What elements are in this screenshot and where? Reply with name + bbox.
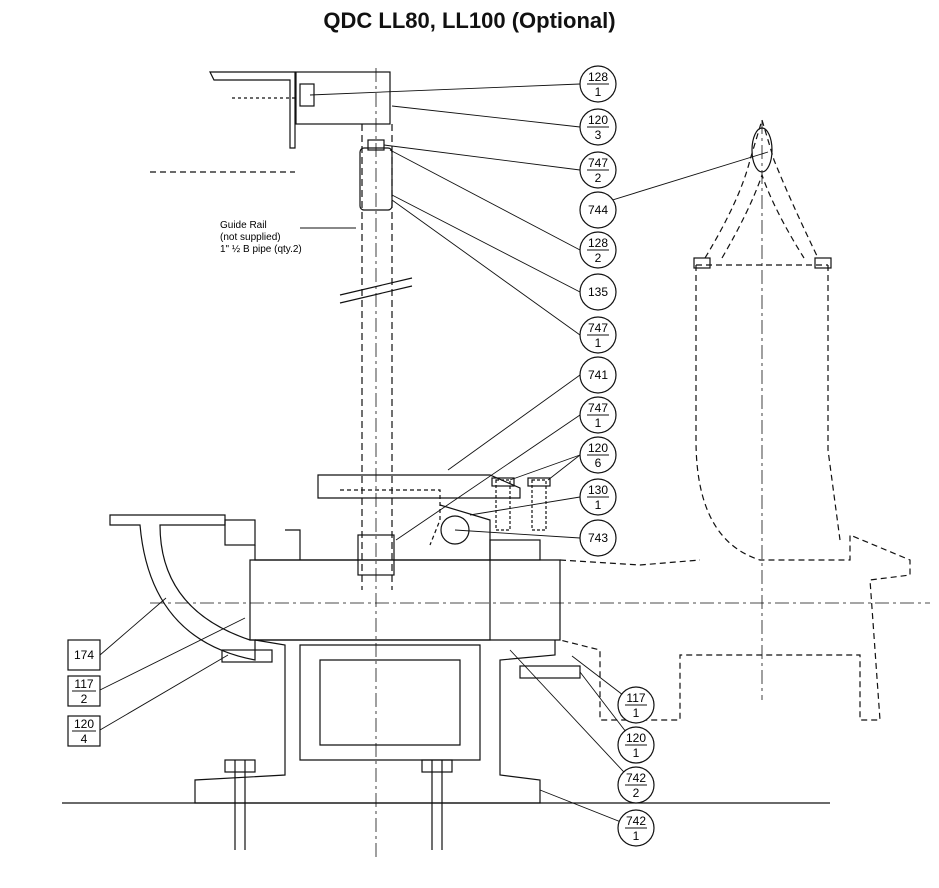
box-quantity: 2 <box>81 692 88 706</box>
callout-balloons: 1281120374727441282135747174174711206130… <box>579 65 655 847</box>
leader-lines <box>99 83 769 829</box>
note-line-1: Guide Rail <box>220 220 267 231</box>
lifting-eye <box>751 127 773 173</box>
balloon-circle <box>579 273 617 311</box>
balloon-quantity: 1 <box>595 85 602 99</box>
balloon-circle <box>579 356 617 394</box>
balloon-item-number: 742 <box>626 814 646 828</box>
balloon-quantity: 1 <box>633 746 640 760</box>
balloon-item-number: 130 <box>588 483 608 497</box>
box-item-number: 120 <box>74 717 94 731</box>
balloon-item-number: 743 <box>588 531 608 545</box>
callout-balloon: 741 <box>579 356 617 394</box>
balloon-quantity: 3 <box>595 128 602 142</box>
balloon-quantity: 1 <box>595 498 602 512</box>
base-stand <box>194 639 556 850</box>
balloon-item-number: 128 <box>588 236 608 250</box>
guide-holder <box>317 474 521 499</box>
note-line-3: 1" ½ B pipe (qty.2) <box>220 244 302 255</box>
box-item-number: 174 <box>74 648 94 662</box>
balloon-circle <box>579 519 617 557</box>
balloon-item-number: 120 <box>626 731 646 745</box>
balloon-quantity: 1 <box>595 416 602 430</box>
guide-rail-note: Guide Rail (not supplied) 1" ½ B pipe (q… <box>220 220 302 255</box>
page-title: QDC LL80, LL100 (Optional) <box>323 8 616 33</box>
wall-bracket <box>150 71 391 173</box>
balloon-item-number: 747 <box>588 156 608 170</box>
bracket-bolts <box>491 477 551 531</box>
callout-balloon: 135 <box>579 273 617 311</box>
balloon-item-number: 744 <box>588 203 608 217</box>
box-frame <box>67 639 101 671</box>
balloon-item-number: 120 <box>588 113 608 127</box>
balloon-quantity: 2 <box>595 171 602 185</box>
discharge-bend <box>109 504 561 661</box>
balloon-quantity: 1 <box>633 829 640 843</box>
balloon-circle <box>579 191 617 229</box>
balloon-item-number: 741 <box>588 368 608 382</box>
balloon-item-number: 747 <box>588 321 608 335</box>
note-line-2: (not supplied) <box>220 232 281 243</box>
pump-outline <box>559 117 911 721</box>
callout-balloon: 744 <box>579 191 617 229</box>
balloon-quantity: 6 <box>595 456 602 470</box>
balloon-item-number: 747 <box>588 401 608 415</box>
balloon-item-number: 135 <box>588 285 608 299</box>
balloon-quantity: 2 <box>595 251 602 265</box>
balloon-quantity: 1 <box>633 706 640 720</box>
balloon-item-number: 742 <box>626 771 646 785</box>
balloon-item-number: 117 <box>626 691 645 705</box>
callout-balloon: 743 <box>579 519 617 557</box>
callout-box: 174 <box>67 639 101 671</box>
balloon-quantity: 2 <box>633 786 640 800</box>
balloon-quantity: 1 <box>595 336 602 350</box>
balloon-item-number: 120 <box>588 441 608 455</box>
balloon-item-number: 128 <box>588 70 608 84</box>
box-item-number: 117 <box>74 677 93 691</box>
box-quantity: 4 <box>81 732 88 746</box>
side-bolt <box>519 665 581 679</box>
